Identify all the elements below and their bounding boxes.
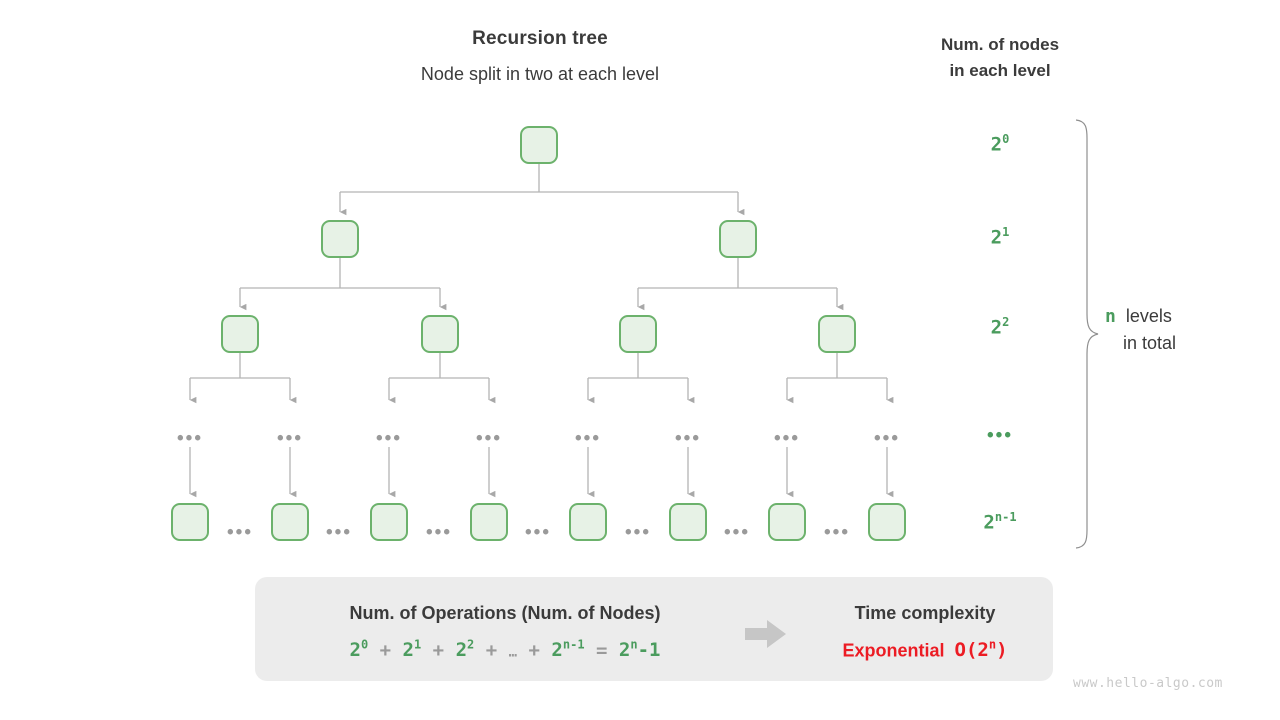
leaf-gap-ellipsis-2: ••• (426, 522, 452, 543)
level-count-ellipsis: ••• (987, 425, 1013, 446)
formula-plus-2: + (485, 639, 498, 662)
formula-ellipsis: … (508, 644, 518, 661)
right-column-header-line2: in each level (949, 61, 1051, 80)
formula-term-4-exp: n-1 (562, 638, 585, 652)
level-count-2-base: 2 (990, 316, 1003, 339)
formula-term-1: 21 (402, 638, 422, 662)
tree-node-leaf-0[interactable] (171, 503, 209, 541)
formula-term-0-base: 2 (349, 639, 361, 662)
level-count-2-exp: 2 (1002, 315, 1010, 329)
tree-node-leaf-5[interactable] (669, 503, 707, 541)
tree-node-l1-1[interactable] (719, 220, 757, 258)
formula-term-0: 20 (349, 638, 369, 662)
level-count-1-base: 2 (990, 226, 1003, 249)
formula-term-1-base: 2 (402, 639, 414, 662)
level-count-0: 20 (940, 132, 1060, 155)
tree-node-leaf-4[interactable] (569, 503, 607, 541)
tree-ellipsis-4: ••• (575, 428, 601, 449)
tree-node-root[interactable] (520, 126, 558, 164)
tree-node-l2-0[interactable] (221, 315, 259, 353)
watermark: www.hello-algo.com (1073, 676, 1223, 691)
formula-term-4: 2n-1 (551, 638, 585, 662)
level-count-1: 21 (940, 225, 1060, 248)
right-arrow-icon (745, 620, 786, 648)
tree-ellipsis-5: ••• (675, 428, 701, 449)
total-levels-variable: n (1105, 306, 1116, 327)
tree-ellipsis-3: ••• (476, 428, 502, 449)
tree-node-leaf-6[interactable] (768, 503, 806, 541)
operations-title: Num. of Operations (Num. of Nodes) (349, 603, 661, 623)
level-count-last-base: 2 (983, 511, 995, 534)
tree-node-l2-1[interactable] (421, 315, 459, 353)
level-count-1-exp: 1 (1002, 225, 1010, 239)
total-levels-label: n levels in total (1105, 303, 1275, 357)
formula-plus-3: + (528, 639, 540, 662)
tree-node-l2-2[interactable] (619, 315, 657, 353)
tree-node-leaf-7[interactable] (868, 503, 906, 541)
leaf-gap-ellipsis-3: ••• (525, 522, 551, 543)
page-title: Recursion tree (472, 28, 608, 49)
formula-result-exp: n (630, 638, 638, 652)
time-complexity-title: Time complexity (854, 603, 996, 623)
tree-ellipsis-0: ••• (177, 428, 203, 449)
formula-term-0-exp: 0 (360, 638, 369, 652)
time-complexity-word: Exponential (842, 640, 945, 661)
level-count-2: 22 (940, 315, 1060, 338)
formula-result-suffix: -1 (637, 639, 661, 662)
level-count-last-exp: n-1 (994, 510, 1017, 524)
level-count-0-base: 2 (990, 133, 1003, 156)
tree-ellipsis-1: ••• (277, 428, 303, 449)
right-column-header-line1: Num. of nodes (940, 35, 1060, 54)
tree-edges (189, 164, 894, 498)
tree-node-l2-3[interactable] (818, 315, 856, 353)
formula-plus-0: + (379, 639, 392, 662)
tree-ellipsis-6: ••• (774, 428, 800, 449)
right-column-header: Num. of nodes in each level (895, 32, 1105, 84)
formula-result-base: 2 (618, 639, 631, 662)
levels-brace (1075, 119, 1099, 549)
operations-formula: 20 + 21 + 22 + … + 2n-1 = 2n-1 (255, 638, 755, 661)
leaf-gap-ellipsis-6: ••• (824, 522, 850, 543)
tree-ellipsis-2: ••• (376, 428, 402, 449)
formula-term-2: 22 (455, 638, 475, 662)
time-complexity-notation-exp: n (988, 638, 997, 652)
formula-plus-1: + (432, 639, 445, 662)
page-subtitle: Node split in two at each level (420, 64, 660, 84)
time-complexity-notation-head: O(2 (954, 639, 989, 662)
total-levels-line2: in total (1123, 333, 1177, 353)
formula-term-4-base: 2 (551, 639, 563, 662)
tree-node-l1-0[interactable] (321, 220, 359, 258)
formula-term-2-base: 2 (455, 639, 468, 662)
time-complexity-value: Exponential O(2n) (810, 638, 1040, 661)
leaf-gap-ellipsis-1: ••• (326, 522, 352, 543)
formula-result: 2n-1 (618, 638, 661, 662)
tree-node-leaf-3[interactable] (470, 503, 508, 541)
time-complexity-notation-tail: ) (996, 639, 1008, 662)
tree-ellipsis-7: ••• (874, 428, 900, 449)
tree-node-leaf-1[interactable] (271, 503, 309, 541)
level-count-last: 2n-1 (940, 510, 1060, 533)
time-complexity-notation: O(2n) (954, 638, 1008, 662)
total-levels-word: levels (1125, 306, 1172, 326)
tree-node-leaf-2[interactable] (370, 503, 408, 541)
summary-panel (255, 577, 1053, 681)
formula-equals: = (596, 639, 608, 662)
total-levels-line1: n levels (1105, 303, 1275, 330)
leaf-gap-ellipsis-4: ••• (625, 522, 651, 543)
level-count-0-exp: 0 (1002, 132, 1010, 146)
formula-term-1-exp: 1 (413, 638, 422, 652)
formula-term-2-exp: 2 (467, 638, 475, 652)
leaf-gap-ellipsis-0: ••• (227, 522, 253, 543)
leaf-gap-ellipsis-5: ••• (724, 522, 750, 543)
